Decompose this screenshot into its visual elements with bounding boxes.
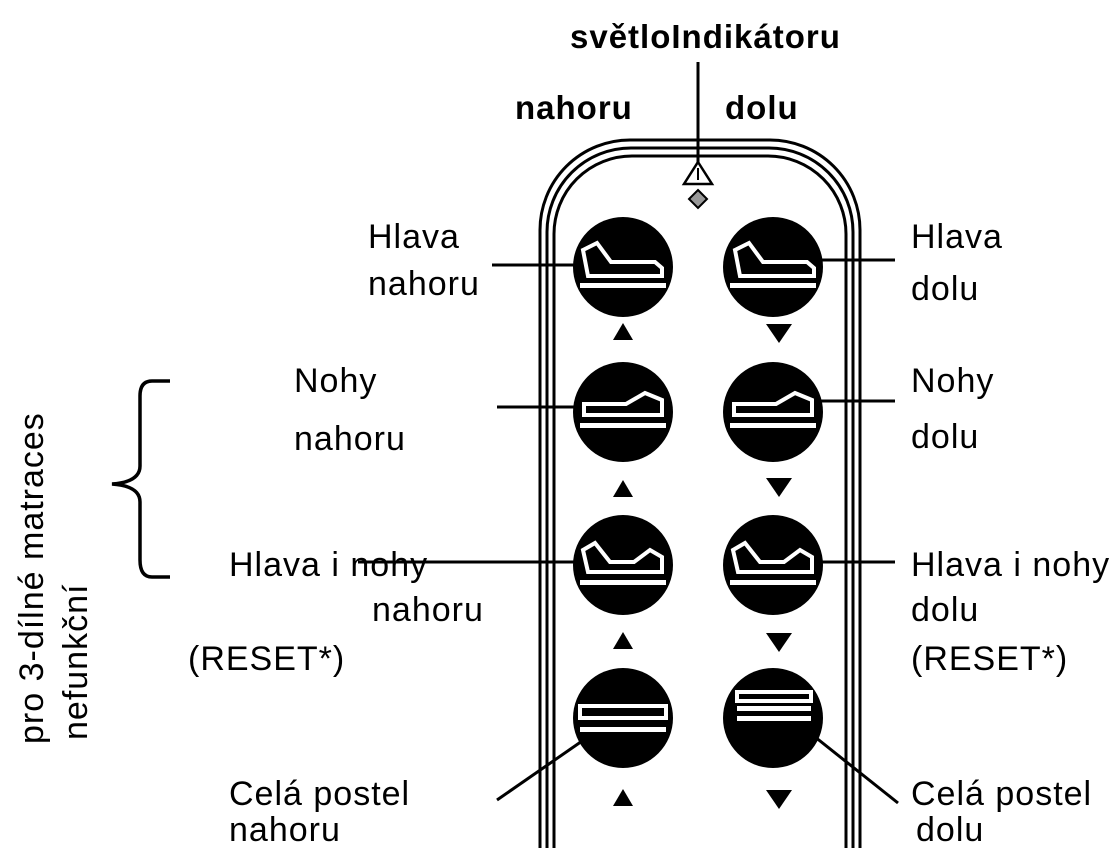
brace-icon (111, 379, 170, 579)
button-head-up[interactable] (573, 217, 673, 317)
label-head-up-line2: nahoru (368, 265, 480, 303)
label-bed-up-line1: Celá postel (229, 775, 411, 813)
label-bed-up-line2: nahoru (229, 811, 341, 849)
arrow-down-icon (766, 790, 792, 809)
button-bed-down[interactable] (723, 668, 823, 768)
arrow-down-icon (766, 478, 792, 497)
label-feet-up-line1: Nohy (294, 362, 378, 400)
button-head-down[interactable] (723, 217, 823, 317)
label-feet-down-line2: dolu (911, 418, 980, 456)
label-feet-up-line2: nahoru (294, 420, 406, 458)
label-both-up-line1: Hlava i nohy (229, 546, 429, 584)
remote-middle-outline (545, 146, 855, 848)
remote-inner-outline (552, 154, 848, 848)
label-feet-down-line1: Nohy (911, 362, 995, 400)
button-feet-up[interactable] (573, 362, 673, 462)
label-head-up-line1: Hlava (368, 218, 460, 256)
arrow-up-icon (613, 323, 633, 340)
arrow-up-icon (613, 480, 633, 497)
arrow-up-icon (613, 789, 633, 806)
button-bed-up[interactable] (573, 668, 673, 768)
button-feet-down[interactable] (723, 362, 823, 462)
indicator-led-icon (687, 188, 709, 210)
label-both-down-line1: Hlava i nohy (911, 546, 1111, 584)
button-both-up[interactable] (573, 515, 673, 615)
arrow-down-icon (766, 324, 792, 343)
label-both-up-line2: nahoru (372, 591, 484, 629)
side-note-line1: pro 3-dílné matraces (13, 412, 51, 744)
label-bed-down-line2: dolu (916, 811, 985, 849)
indicator-label: světloIndikátoru (570, 18, 841, 55)
arrow-down-icon (766, 633, 792, 652)
label-head-down-line1: Hlava (911, 218, 1003, 256)
label-both-up-line3: (RESET*) (188, 640, 346, 678)
remote-outer-outline (538, 138, 862, 848)
label-both-down-line2: dolu (911, 591, 980, 629)
label-head-down-line2: dolu (911, 270, 980, 308)
side-note-line2: nefunkční (57, 583, 95, 740)
column-label-down: dolu (725, 89, 799, 126)
button-both-down[interactable] (723, 515, 823, 615)
label-both-down-line3: (RESET*) (911, 640, 1069, 678)
label-bed-down-line1: Celá postel (911, 775, 1093, 813)
arrow-up-icon (613, 632, 633, 649)
column-label-up: nahoru (515, 89, 633, 126)
